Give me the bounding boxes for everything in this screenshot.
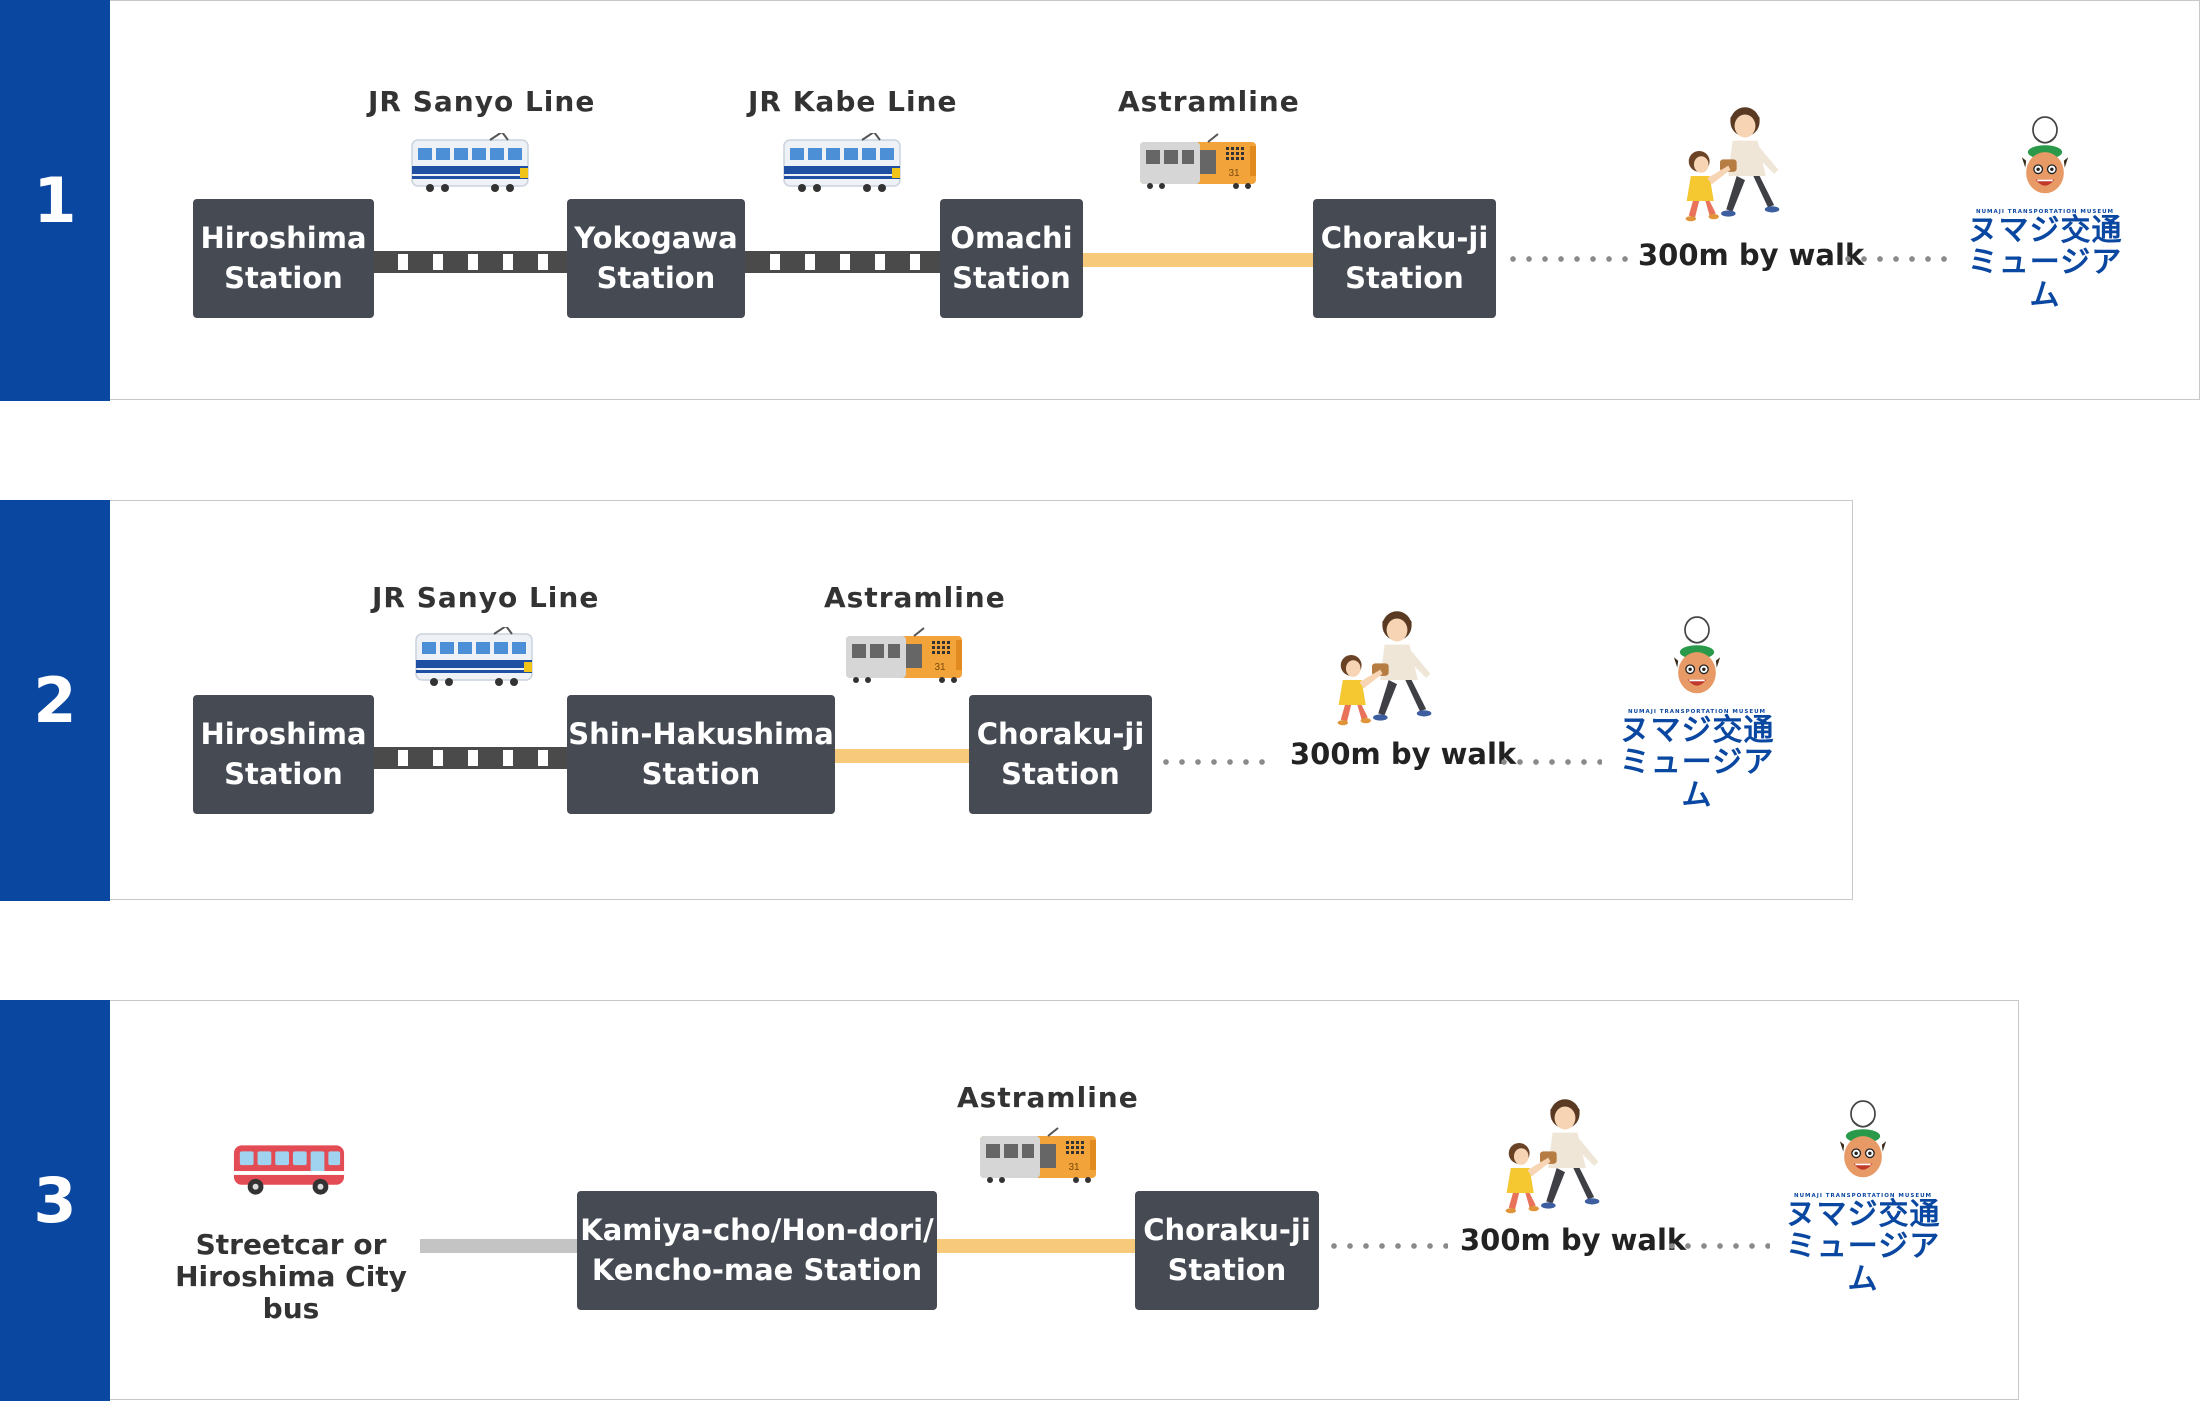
- jr-train-icon: [414, 627, 534, 689]
- walk-path-dots: [1326, 1243, 1448, 1249]
- walk-path-dots: [1496, 759, 1602, 765]
- museum-name-line2: ミュージアム: [1785, 1229, 1941, 1297]
- station-hiroshima: Hiroshima Station: [193, 695, 374, 814]
- station-choraku-ji: Choraku-ji Station: [969, 695, 1152, 814]
- streetcar-bus-track: [420, 1239, 578, 1253]
- museum-subtitle: NUMAJI TRANSPORTATION MUSEUM: [1793, 1193, 1933, 1199]
- jr-train-icon: [782, 133, 902, 195]
- astramline-track: [935, 1239, 1137, 1253]
- astramline-train-icon: [1138, 133, 1258, 195]
- museum-name-line1: ヌマジ交通: [1619, 713, 1775, 748]
- route-3-panel: 3 Streetcar or Hiroshima City bus Astram…: [0, 999, 2019, 1401]
- astramline-train-icon: [978, 1127, 1098, 1189]
- museum-logo: NUMAJI TRANSPORTATION MUSEUM ヌマジ交通 ミュージア…: [1965, 109, 2125, 312]
- museum-name-line2: ミュージアム: [1619, 745, 1775, 813]
- station-kamiya-cho: Kamiya-cho/Hon-dori/ Kencho-mae Station: [577, 1191, 937, 1310]
- museum-logo: NUMAJI TRANSPORTATION MUSEUM ヌマジ交通 ミュージア…: [1783, 1093, 1943, 1296]
- route-number-2: 2: [0, 499, 110, 901]
- museum-name-line1: ヌマジ交通: [1967, 213, 2123, 248]
- astramline-track: [834, 749, 970, 763]
- museum-name-line1: ヌマジ交通: [1785, 1197, 1941, 1232]
- jr-sanyo-track: [373, 747, 568, 769]
- walk-distance-label: 300m by walk: [1290, 737, 1517, 771]
- museum-subtitle: NUMAJI TRANSPORTATION MUSEUM: [1627, 709, 1767, 715]
- museum-mascot-icon: [2015, 109, 2075, 209]
- jr-kabe-track: [745, 251, 941, 273]
- walk-distance-label: 300m by walk: [1460, 1223, 1687, 1257]
- line-label-jr-sanyo: JR Sanyo Line: [368, 85, 596, 118]
- route-number-3: 3: [0, 999, 110, 1401]
- astramline-track: [1082, 253, 1314, 267]
- city-bus-icon: [230, 1141, 348, 1201]
- station-hiroshima: Hiroshima Station: [193, 199, 374, 318]
- line-label-astramline: Astramline: [824, 581, 1006, 614]
- museum-name-line2: ミュージアム: [1967, 245, 2123, 313]
- walk-path-dots: [1505, 256, 1635, 262]
- line-label-astramline: Astramline: [1118, 85, 1300, 118]
- walking-family-icon: [1670, 101, 1795, 226]
- jr-sanyo-track: [373, 251, 568, 273]
- origin-streetcar-or-bus: Streetcar or Hiroshima City bus: [175, 1228, 407, 1326]
- museum-mascot-icon: [1833, 1093, 1893, 1193]
- walking-family-icon: [1322, 605, 1447, 730]
- walk-path-dots: [1664, 1243, 1770, 1249]
- station-choraku-ji: Choraku-ji Station: [1135, 1191, 1319, 1310]
- walk-path-dots: [1840, 256, 1952, 262]
- museum-mascot-icon: [1667, 609, 1727, 709]
- museum-subtitle: NUMAJI TRANSPORTATION MUSEUM: [1975, 209, 2115, 215]
- line-label-jr-kabe: JR Kabe Line: [748, 85, 958, 118]
- route-number-1: 1: [0, 0, 110, 401]
- walk-path-dots: [1158, 759, 1268, 765]
- line-label-jr-sanyo: JR Sanyo Line: [372, 581, 600, 614]
- station-omachi: Omachi Station: [940, 199, 1083, 318]
- walk-distance-label: 300m by walk: [1638, 238, 1865, 272]
- jr-train-icon: [410, 133, 530, 195]
- line-label-astramline: Astramline: [957, 1081, 1139, 1114]
- walking-family-icon: [1490, 1093, 1615, 1218]
- station-shin-hakushima: Shin-Hakushima Station: [567, 695, 835, 814]
- route-2-panel: 2 JR Sanyo Line Astramline Hiroshima Sta…: [0, 499, 1853, 901]
- route-1-panel: 1 JR Sanyo Line JR Kabe Line Astramline …: [0, 0, 2200, 401]
- astramline-train-icon: [844, 627, 964, 689]
- station-choraku-ji: Choraku-ji Station: [1313, 199, 1496, 318]
- museum-logo: NUMAJI TRANSPORTATION MUSEUM ヌマジ交通 ミュージア…: [1617, 609, 1777, 812]
- station-yokogawa: Yokogawa Station: [567, 199, 745, 318]
